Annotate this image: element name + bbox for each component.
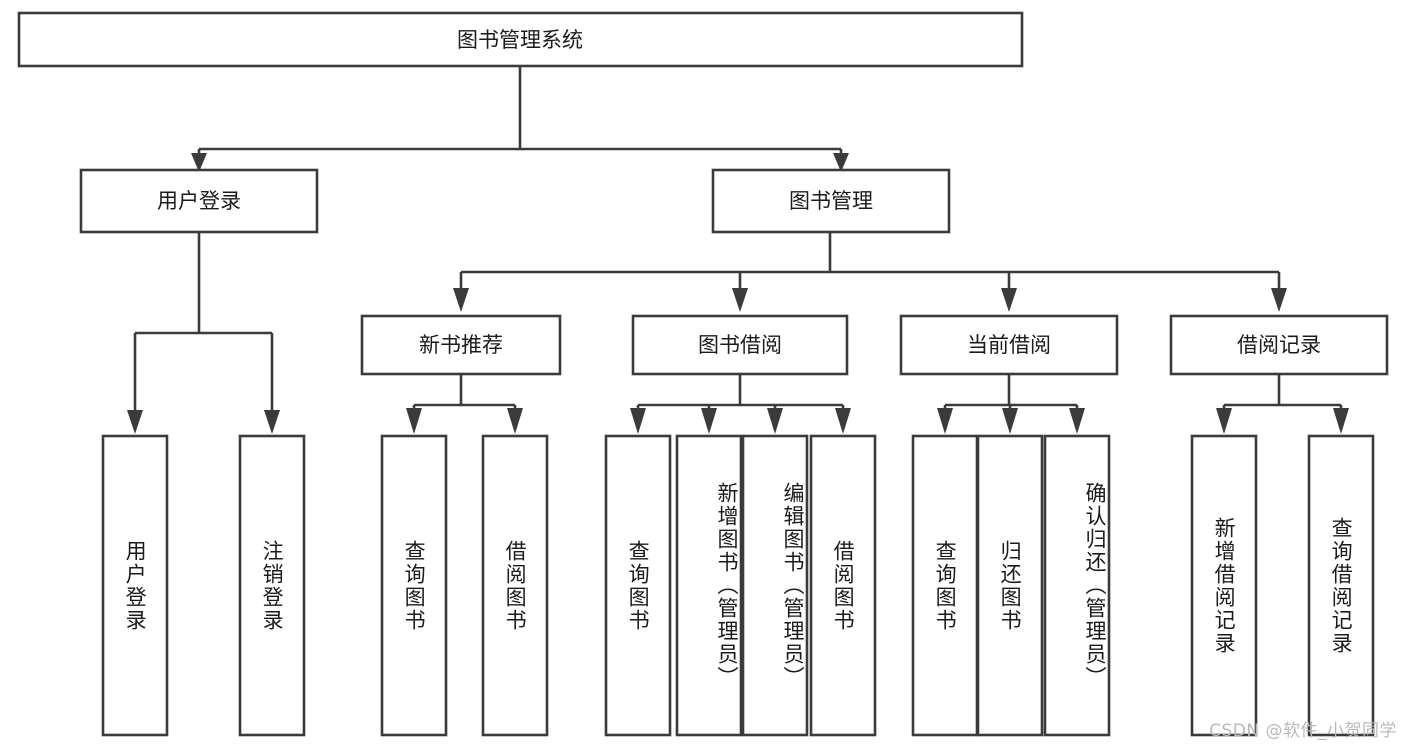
leaf-box[interactable]: [1307, 434, 1375, 737]
node-borrow-record-label: 借阅记录: [1237, 333, 1321, 357]
arrow-head-icon: [507, 408, 523, 434]
leaf-box[interactable]: [238, 434, 306, 737]
node-new-book-recommend[interactable]: 新书推荐: [360, 314, 562, 376]
arrow-head-icon: [191, 153, 207, 172]
arrow-head-icon: [1002, 408, 1018, 434]
node-user-login[interactable]: 用户登录: [79, 168, 319, 234]
arrow-head-icon: [833, 153, 849, 172]
leaf-box[interactable]: [604, 434, 672, 737]
arrow-head-icon: [835, 408, 851, 434]
node-borrow-record[interactable]: 借阅记录: [1169, 314, 1389, 376]
leaf-boxes-book-borrow: [604, 434, 877, 737]
csdn-watermark: CSDN @软件_小贺同学: [1209, 721, 1397, 741]
leaf-box[interactable]: [911, 434, 979, 737]
arrow-head-icon: [1216, 408, 1232, 434]
node-book-management[interactable]: 图书管理: [711, 168, 951, 234]
arrow-head-icon: [264, 410, 280, 434]
arrow-head-icon: [1333, 408, 1349, 434]
arrow-head-icon: [1271, 288, 1287, 312]
node-current-borrow[interactable]: 当前借阅: [899, 314, 1119, 376]
node-book-borrow[interactable]: 图书借阅: [631, 314, 849, 376]
node-new-book-recommend-label: 新书推荐: [419, 333, 503, 357]
leaf-box[interactable]: [101, 434, 169, 737]
connector-book-manage-to-level3: [453, 232, 1287, 312]
leaf-boxes-borrow-record: [1190, 434, 1375, 737]
leaf-boxes-current-borrow: [911, 434, 1111, 737]
arrow-head-icon: [732, 288, 748, 312]
arrow-head-icon: [453, 288, 469, 312]
node-current-borrow-label: 当前借阅: [967, 333, 1051, 357]
connector-root-to-level2: [191, 67, 849, 172]
leaf-box[interactable]: [741, 434, 809, 737]
leaf-box[interactable]: [380, 434, 448, 737]
node-book-management-label: 图书管理: [789, 189, 873, 213]
leaf-box[interactable]: [809, 434, 877, 737]
node-root-book-management-system[interactable]: 图书管理系统: [17, 11, 1024, 68]
arrow-head-icon: [127, 410, 143, 434]
connector-recommend-to-leaves: [406, 375, 523, 434]
leaf-box[interactable]: [976, 434, 1044, 737]
leaf-boxes-user-login: [101, 434, 306, 737]
node-book-borrow-label: 图书借阅: [698, 333, 782, 357]
connector-user-login-to-leaves: [127, 232, 280, 434]
leaf-boxes-new-book-recommend: [380, 434, 549, 737]
arrow-head-icon: [1069, 408, 1085, 434]
arrow-head-icon: [1001, 288, 1017, 312]
leaf-box[interactable]: [1190, 434, 1258, 737]
arrow-head-icon: [937, 408, 953, 434]
node-root-label: 图书管理系统: [457, 28, 583, 52]
arrow-head-icon: [630, 408, 646, 434]
node-user-login-label: 用户登录: [157, 189, 241, 213]
arrow-head-icon: [767, 408, 783, 434]
arrow-head-icon: [701, 408, 717, 434]
connector-current-borrow-to-leaves: [937, 375, 1085, 434]
leaf-box[interactable]: [481, 434, 549, 737]
connector-borrow-to-leaves: [630, 375, 851, 434]
connector-record-to-leaves: [1216, 375, 1349, 434]
arrow-head-icon: [406, 408, 422, 434]
leaf-box[interactable]: [675, 434, 743, 737]
leaf-box[interactable]: [1043, 434, 1111, 737]
